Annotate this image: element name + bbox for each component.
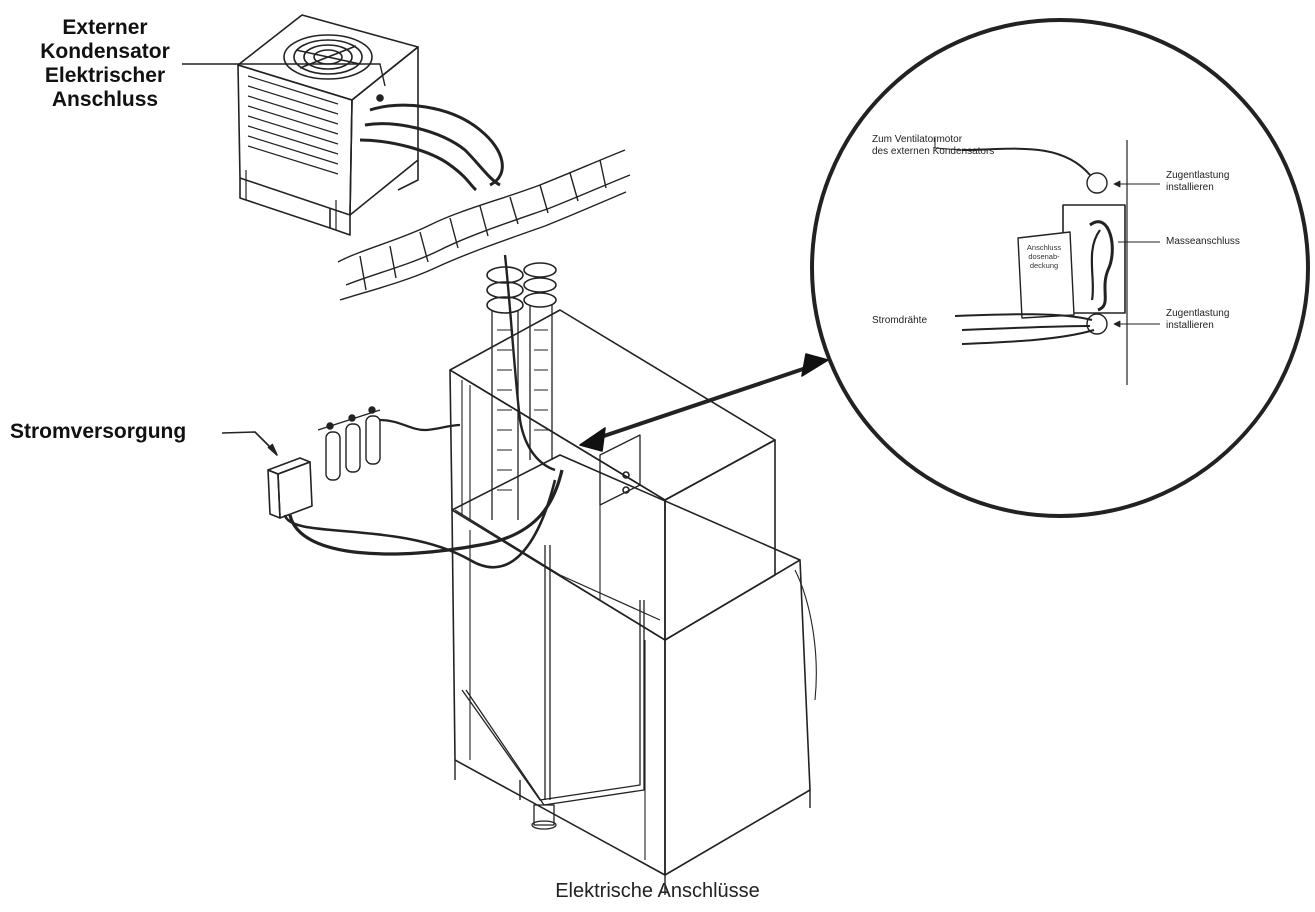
ice-machine-head <box>449 309 776 641</box>
water-filters <box>317 406 461 481</box>
cover-label-line-1: Anschluss <box>1026 243 1062 252</box>
power-supply-label: Stromversorgung <box>10 420 187 443</box>
fan-motor-label-line-1: Zum Ventilatormotor <box>872 134 963 145</box>
cover-label-line-2: dosenab- <box>1028 252 1060 261</box>
condenser-label-line-2: Kondensator <box>40 40 170 63</box>
detail-circle <box>810 18 1310 518</box>
strain-relief-top-line-2: installieren <box>1166 182 1214 193</box>
cable-tray <box>337 149 631 301</box>
condenser-label-line-1: Externer <box>62 16 148 39</box>
condenser-pointer <box>182 63 386 87</box>
ice-bin <box>451 454 817 895</box>
strain-relief-bottom-line-1: Zugentlastung <box>1166 308 1230 319</box>
coiled-cable <box>486 254 557 520</box>
strain-relief-top-line-1: Zugentlastung <box>1166 170 1230 181</box>
fan-motor-label: Zum Ventilatormotor des externen Kondens… <box>872 134 994 158</box>
ground-label: Masseanschluss <box>1166 236 1240 247</box>
power-wires-label: Stromdrähte <box>872 315 928 326</box>
figure-caption: Elektrische Anschlüsse <box>555 880 760 902</box>
power-supply-arrow <box>221 431 278 456</box>
condenser-label-line-3: Elektrischer <box>44 64 166 87</box>
fan-motor-label-line-2: des externen Kondensators <box>872 146 995 157</box>
power-supply-box <box>267 457 564 569</box>
cover-label: Anschluss dosenab- deckung <box>1021 243 1067 270</box>
strain-relief-bottom-label: Zugentlastung installieren <box>1166 308 1229 332</box>
drain-lines <box>461 545 645 830</box>
condenser-label: Externer Kondensator Elektrischer Anschl… <box>30 16 180 112</box>
external-condenser <box>237 14 504 236</box>
cover-label-line-3: deckung <box>1029 261 1059 270</box>
detail-arrow <box>579 353 829 452</box>
strain-relief-bottom-line-2: installieren <box>1166 320 1214 331</box>
strain-relief-top-label: Zugentlastung installieren <box>1166 170 1229 194</box>
condenser-label-line-4: Anschluss <box>51 88 159 111</box>
